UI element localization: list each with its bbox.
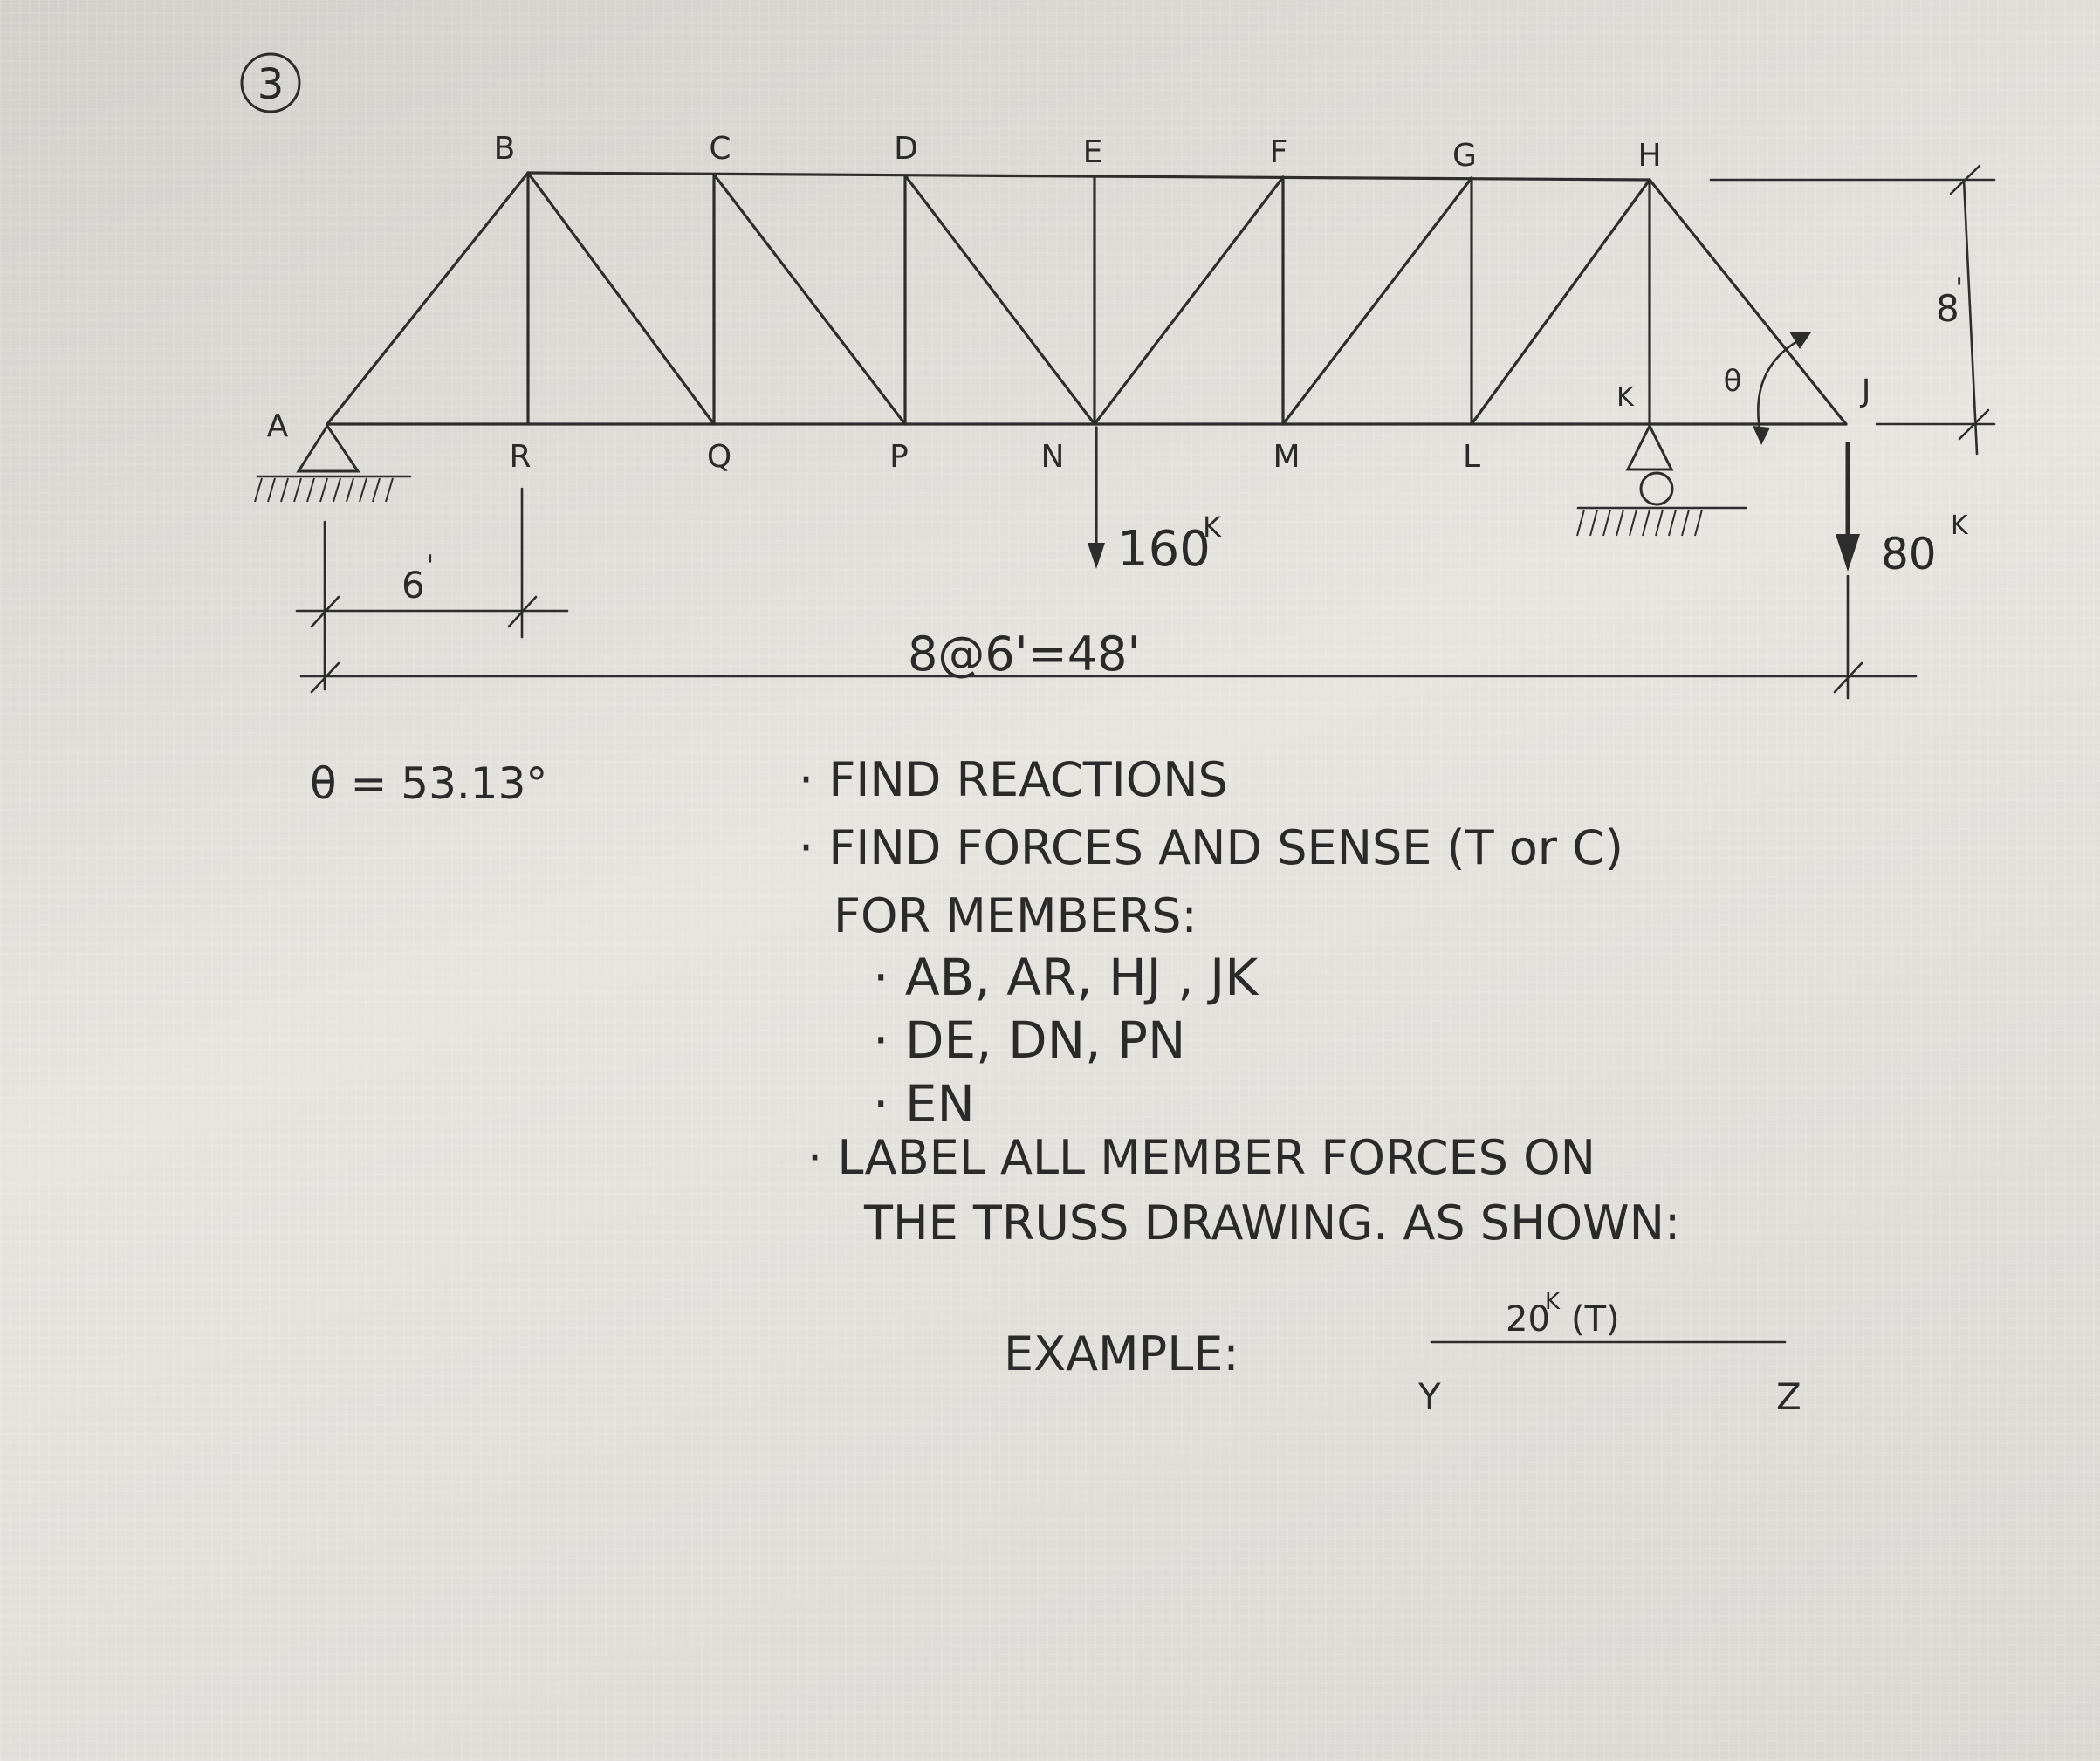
height-tick-bottom bbox=[1958, 408, 1990, 441]
member-LH bbox=[1470, 178, 1651, 426]
node-label-J: J bbox=[1860, 373, 1871, 409]
truss-members bbox=[326, 171, 1848, 426]
instruction-line-6: · EN bbox=[873, 1074, 975, 1134]
member-MG bbox=[1281, 176, 1473, 426]
load-J-unit: K bbox=[1951, 510, 1969, 541]
node-label-G: G bbox=[1452, 138, 1477, 174]
node-label-R: R bbox=[509, 439, 531, 475]
panel-dimension: 6 ' bbox=[295, 487, 569, 691]
example-force-unit: K bbox=[1545, 1289, 1561, 1315]
instructions: · FIND REACTIONS · FIND FORCES AND SENSE… bbox=[799, 752, 1680, 1251]
node-label-B: B bbox=[494, 131, 516, 167]
instruction-line-7: · LABEL ALL MEMBER FORCES ON bbox=[807, 1130, 1596, 1185]
problem-number-text: 3 bbox=[257, 60, 285, 109]
pin-triangle bbox=[296, 423, 360, 473]
top-chord bbox=[526, 171, 1651, 182]
pin-support-A bbox=[254, 423, 412, 503]
member-DN bbox=[903, 174, 1096, 426]
node-label-H: H bbox=[1637, 138, 1661, 174]
node-label-D: D bbox=[894, 131, 918, 167]
panel-value: 6 bbox=[401, 564, 425, 606]
problem-number-circle bbox=[240, 52, 301, 113]
roller-triangle bbox=[1625, 422, 1674, 471]
member-NF bbox=[1093, 175, 1285, 426]
roller-wheel bbox=[1639, 471, 1674, 506]
node-label-M: M bbox=[1273, 439, 1300, 475]
angle-value: θ = 53.13° bbox=[310, 758, 547, 809]
span-dimension: 8@6'=48' bbox=[299, 574, 1918, 700]
angle-theta-label: θ bbox=[1724, 364, 1742, 399]
height-tick-top bbox=[1949, 164, 1981, 195]
height-value: 8 bbox=[1936, 287, 1959, 330]
example: EXAMPLE: 20 K (T) Y Z bbox=[1004, 1289, 1801, 1418]
load-J: 80 K bbox=[1836, 442, 1969, 579]
angle-arc-arrowhead-top bbox=[1789, 332, 1811, 349]
load-J-value: 80 bbox=[1881, 529, 1937, 579]
load-N-value: 160 bbox=[1117, 521, 1211, 578]
member-HJ bbox=[1648, 178, 1848, 426]
span-value: 8@6'=48' bbox=[908, 627, 1140, 682]
panel-tick-right bbox=[507, 595, 538, 628]
load-J-arrowhead bbox=[1836, 534, 1860, 572]
instruction-line-3: FOR MEMBERS: bbox=[834, 888, 1198, 943]
panel-tick-left bbox=[310, 595, 340, 628]
load-N-arrowhead bbox=[1088, 543, 1105, 569]
member-BQ bbox=[526, 171, 716, 426]
node-label-N: N bbox=[1041, 439, 1065, 475]
node-label-P: P bbox=[889, 439, 909, 475]
angle-arc bbox=[1757, 334, 1808, 440]
member-CP bbox=[712, 173, 907, 426]
instruction-line-8: THE TRUSS DRAWING. AS SHOWN: bbox=[863, 1196, 1680, 1251]
node-label-A: A bbox=[267, 408, 289, 444]
angle-arc-arrowhead-bottom bbox=[1753, 426, 1770, 445]
instruction-line-4: · AB, AR, HJ , JK bbox=[873, 948, 1259, 1007]
example-sense: (T) bbox=[1571, 1299, 1620, 1340]
example-force: 20 bbox=[1506, 1299, 1550, 1340]
instruction-line-2: · FIND FORCES AND SENSE (T or C) bbox=[799, 820, 1623, 875]
example-right-node: Z bbox=[1776, 1375, 1801, 1418]
panel-unit: ' bbox=[426, 549, 434, 584]
node-label-E: E bbox=[1083, 134, 1103, 170]
ground-hatch-K bbox=[1576, 509, 1703, 537]
instruction-line-1: · FIND REACTIONS bbox=[799, 752, 1228, 807]
load-N: 160 K bbox=[1088, 426, 1222, 578]
height-dimension-line bbox=[1962, 178, 1979, 456]
problem-number: 3 bbox=[240, 52, 301, 113]
node-label-Q: Q bbox=[707, 439, 731, 475]
node-labels: B C D E F G H A R Q P N M L K J bbox=[267, 131, 1871, 475]
member-AB bbox=[326, 171, 530, 426]
span-tick-right bbox=[1833, 661, 1863, 694]
node-label-C: C bbox=[709, 131, 731, 167]
angle-indicator: θ bbox=[1724, 332, 1811, 445]
roller-support-K bbox=[1576, 422, 1747, 537]
height-unit: ' bbox=[1955, 271, 1963, 306]
node-label-K: K bbox=[1616, 382, 1635, 413]
node-label-F: F bbox=[1270, 134, 1288, 170]
height-dimension: 8 ' bbox=[1709, 164, 1996, 456]
instruction-line-5: · DE, DN, PN bbox=[873, 1011, 1185, 1070]
example-label: EXAMPLE: bbox=[1004, 1326, 1239, 1381]
example-left-node: Y bbox=[1417, 1375, 1441, 1418]
ground-hatch-A bbox=[254, 477, 394, 503]
load-N-unit: K bbox=[1203, 510, 1222, 544]
node-label-L: L bbox=[1463, 439, 1480, 475]
span-tick-left bbox=[310, 661, 340, 694]
